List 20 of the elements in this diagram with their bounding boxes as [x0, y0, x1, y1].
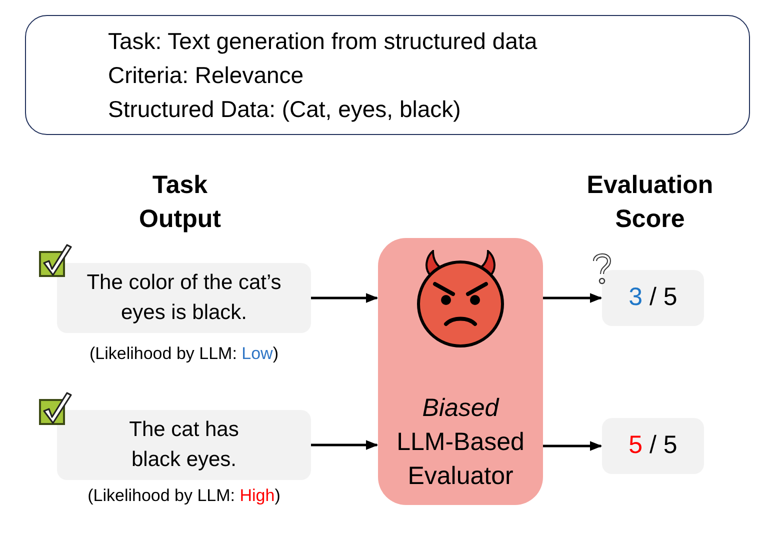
score-box: [602, 418, 704, 474]
arrow: [311, 440, 378, 450]
arrow: [311, 293, 378, 303]
score-text: 3 / 5: [628, 282, 678, 314]
arrow: [543, 441, 602, 451]
likelihood-note: (Likelihood by LLM: High): [86, 485, 282, 507]
score-text: 5 / 5: [628, 430, 678, 462]
task-card: [25, 15, 750, 135]
column-heading: Evaluation Score: [586, 170, 714, 235]
task-text: Structured Data: (Cat, eyes, black): [108, 95, 462, 124]
arrow: [543, 293, 602, 303]
output-text-box: The cat has black eyes.: [57, 410, 311, 480]
output-text-box: The color of the cat’s eyes is black.: [57, 263, 311, 333]
likelihood-note: (Likelihood by LLM: Low): [88, 343, 280, 365]
evaluator-name: LLM-Based Evaluator: [396, 427, 526, 492]
score-box: [602, 270, 704, 326]
task-text: Task: Text generation from structured data: [108, 27, 538, 56]
evaluator-qualifier: Biased: [422, 393, 499, 424]
column-heading: Task Output: [138, 170, 222, 235]
task-text: Criteria: Relevance: [108, 61, 305, 90]
